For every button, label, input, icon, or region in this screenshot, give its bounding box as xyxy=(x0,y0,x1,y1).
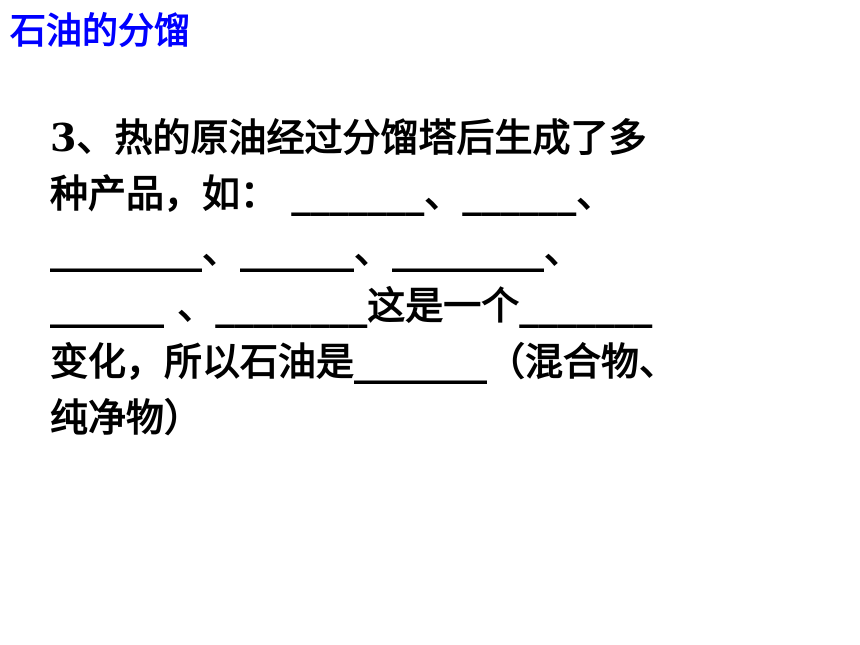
question-line-3: ________、______、________、 xyxy=(50,227,583,272)
slide-title: 石油的分馏 xyxy=(10,11,191,52)
question-line-6: 纯净物） xyxy=(50,395,203,440)
question-line-1: 3、热的原油经过分馏塔后生成了多 xyxy=(50,115,647,160)
question-line-5: 变化，所以石油是_______（混合物、 xyxy=(50,339,678,384)
question-line-4: ______ 、________这是一个_______ xyxy=(50,283,653,328)
question-text: 3、热的原油经过分馏塔后生成了多 种产品，如： _______、______、 … xyxy=(50,110,830,446)
question-line-2: 种产品，如： _______、______、 xyxy=(50,171,615,216)
